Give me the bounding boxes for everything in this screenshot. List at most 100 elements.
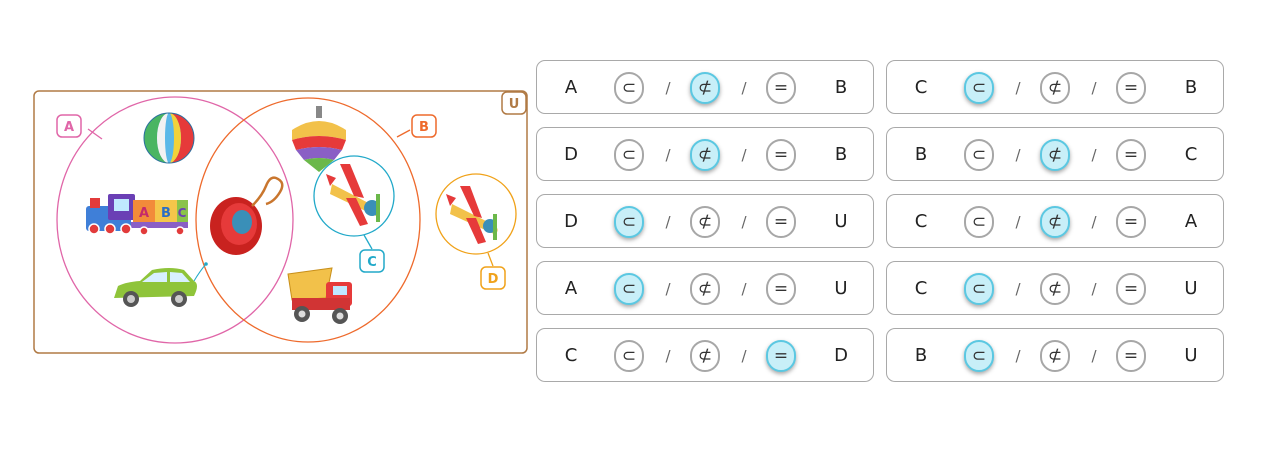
equal-option-button[interactable]: = xyxy=(766,273,796,305)
set-c-circle xyxy=(313,155,395,237)
separator: / xyxy=(665,347,671,365)
equal-option-button[interactable]: = xyxy=(1116,206,1146,238)
spinning-top-icon xyxy=(292,106,346,172)
svg-text:D: D xyxy=(488,272,499,287)
not-subset-option-button[interactable]: ⊄ xyxy=(690,273,720,305)
svg-text:C: C xyxy=(367,255,377,270)
subset-option-button[interactable]: ⊂ xyxy=(964,273,994,305)
right-set-label: U xyxy=(1184,278,1198,299)
left-set-label: D xyxy=(564,211,578,232)
subset-option-button[interactable]: ⊂ xyxy=(614,273,644,305)
equal-option-button[interactable]: = xyxy=(1116,340,1146,372)
equal-option-button[interactable]: = xyxy=(766,340,796,372)
not-subset-option-button[interactable]: ⊄ xyxy=(1040,206,1070,238)
toy-truck-icon xyxy=(287,267,352,324)
right-set-label: C xyxy=(1184,144,1198,165)
separator: / xyxy=(665,280,671,298)
separator: / xyxy=(665,213,671,231)
yoyo-icon xyxy=(210,176,284,255)
separator: / xyxy=(1015,213,1021,231)
subset-option-button[interactable]: ⊂ xyxy=(614,206,644,238)
separator: / xyxy=(1015,347,1021,365)
equal-option-button[interactable]: = xyxy=(1116,72,1146,104)
left-set-label: C xyxy=(564,345,578,366)
left-set-label: A xyxy=(564,278,578,299)
right-set-label: B xyxy=(1184,77,1198,98)
not-subset-option-button[interactable]: ⊄ xyxy=(690,340,720,372)
not-subset-option-button[interactable]: ⊄ xyxy=(1040,273,1070,305)
equal-option-button[interactable]: = xyxy=(766,72,796,104)
right-set-label: U xyxy=(834,278,848,299)
subset-option-button[interactable]: ⊂ xyxy=(614,72,644,104)
subset-option-button[interactable]: ⊂ xyxy=(964,139,994,171)
left-set-label: C xyxy=(914,278,928,299)
subset-option-button[interactable]: ⊂ xyxy=(964,72,994,104)
toy-car-icon xyxy=(114,262,208,307)
not-subset-option-button[interactable]: ⊄ xyxy=(1040,139,1070,171)
left-set-label: A xyxy=(564,77,578,98)
svg-text:B: B xyxy=(161,206,171,221)
right-set-label: A xyxy=(1184,211,1198,232)
separator: / xyxy=(1091,280,1097,298)
separator: / xyxy=(741,213,747,231)
set-d-circle xyxy=(435,173,517,255)
left-set-label: B xyxy=(914,144,928,165)
equal-option-button[interactable]: = xyxy=(766,139,796,171)
toy-train-icon: A B C xyxy=(86,194,188,236)
set-d-label-badge: D xyxy=(480,266,506,290)
venn-diagram: U A B C D A xyxy=(33,90,528,354)
relation-row: C ⊂ / ⊄ / = A xyxy=(886,194,1224,248)
ball-icon xyxy=(143,112,195,164)
set-b-label-badge: B xyxy=(411,114,437,138)
separator: / xyxy=(665,79,671,97)
separator: / xyxy=(1091,146,1097,164)
subset-option-button[interactable]: ⊂ xyxy=(964,340,994,372)
relation-row: C⊂/⊄/=U xyxy=(886,261,1224,315)
relation-row: C ⊂ / ⊄ / = B xyxy=(886,60,1224,114)
relation-row: D ⊂ / ⊄ / = U xyxy=(536,194,874,248)
svg-text:U: U xyxy=(509,97,520,112)
set-c-label-badge: C xyxy=(359,249,385,273)
right-set-label: B xyxy=(834,144,848,165)
subset-option-button[interactable]: ⊂ xyxy=(964,206,994,238)
separator: / xyxy=(1091,79,1097,97)
relation-row: B ⊂ / ⊄ / = C xyxy=(886,127,1224,181)
not-subset-option-button[interactable]: ⊄ xyxy=(690,72,720,104)
svg-text:A: A xyxy=(64,120,74,135)
relation-row: D⊂/⊄/=B xyxy=(536,127,874,181)
separator: / xyxy=(1015,79,1021,97)
toy-airplane-icon xyxy=(326,164,380,226)
set-a-ellipse xyxy=(56,96,294,344)
relation-row: A ⊂ / ⊄ / = U xyxy=(536,261,874,315)
right-set-label: D xyxy=(834,345,848,366)
right-set-label: U xyxy=(834,211,848,232)
right-set-label: B xyxy=(834,77,848,98)
equal-option-button[interactable]: = xyxy=(1116,139,1146,171)
subset-option-button[interactable]: ⊂ xyxy=(614,340,644,372)
separator: / xyxy=(1091,347,1097,365)
relation-row: B⊂/⊄/=U xyxy=(886,328,1224,382)
separator: / xyxy=(741,347,747,365)
separator: / xyxy=(741,146,747,164)
not-subset-option-button[interactable]: ⊄ xyxy=(1040,340,1070,372)
left-set-label: C xyxy=(914,211,928,232)
separator: / xyxy=(741,79,747,97)
not-subset-option-button[interactable]: ⊄ xyxy=(690,139,720,171)
set-a-label-badge: A xyxy=(56,114,82,138)
svg-text:A: A xyxy=(139,206,149,221)
not-subset-option-button[interactable]: ⊄ xyxy=(690,206,720,238)
separator: / xyxy=(665,146,671,164)
subset-option-button[interactable]: ⊂ xyxy=(614,139,644,171)
separator: / xyxy=(1015,146,1021,164)
left-set-label: C xyxy=(914,77,928,98)
svg-text:B: B xyxy=(419,120,429,135)
equal-option-button[interactable]: = xyxy=(1116,273,1146,305)
equal-option-button[interactable]: = xyxy=(766,206,796,238)
relation-row: A ⊂ / ⊄ / = B xyxy=(536,60,874,114)
separator: / xyxy=(1091,213,1097,231)
toy-airplane-icon xyxy=(446,186,498,244)
relation-row: C ⊂ / ⊄ / = D xyxy=(536,328,874,382)
left-set-label: B xyxy=(914,345,928,366)
not-subset-option-button[interactable]: ⊄ xyxy=(1040,72,1070,104)
separator: / xyxy=(741,280,747,298)
